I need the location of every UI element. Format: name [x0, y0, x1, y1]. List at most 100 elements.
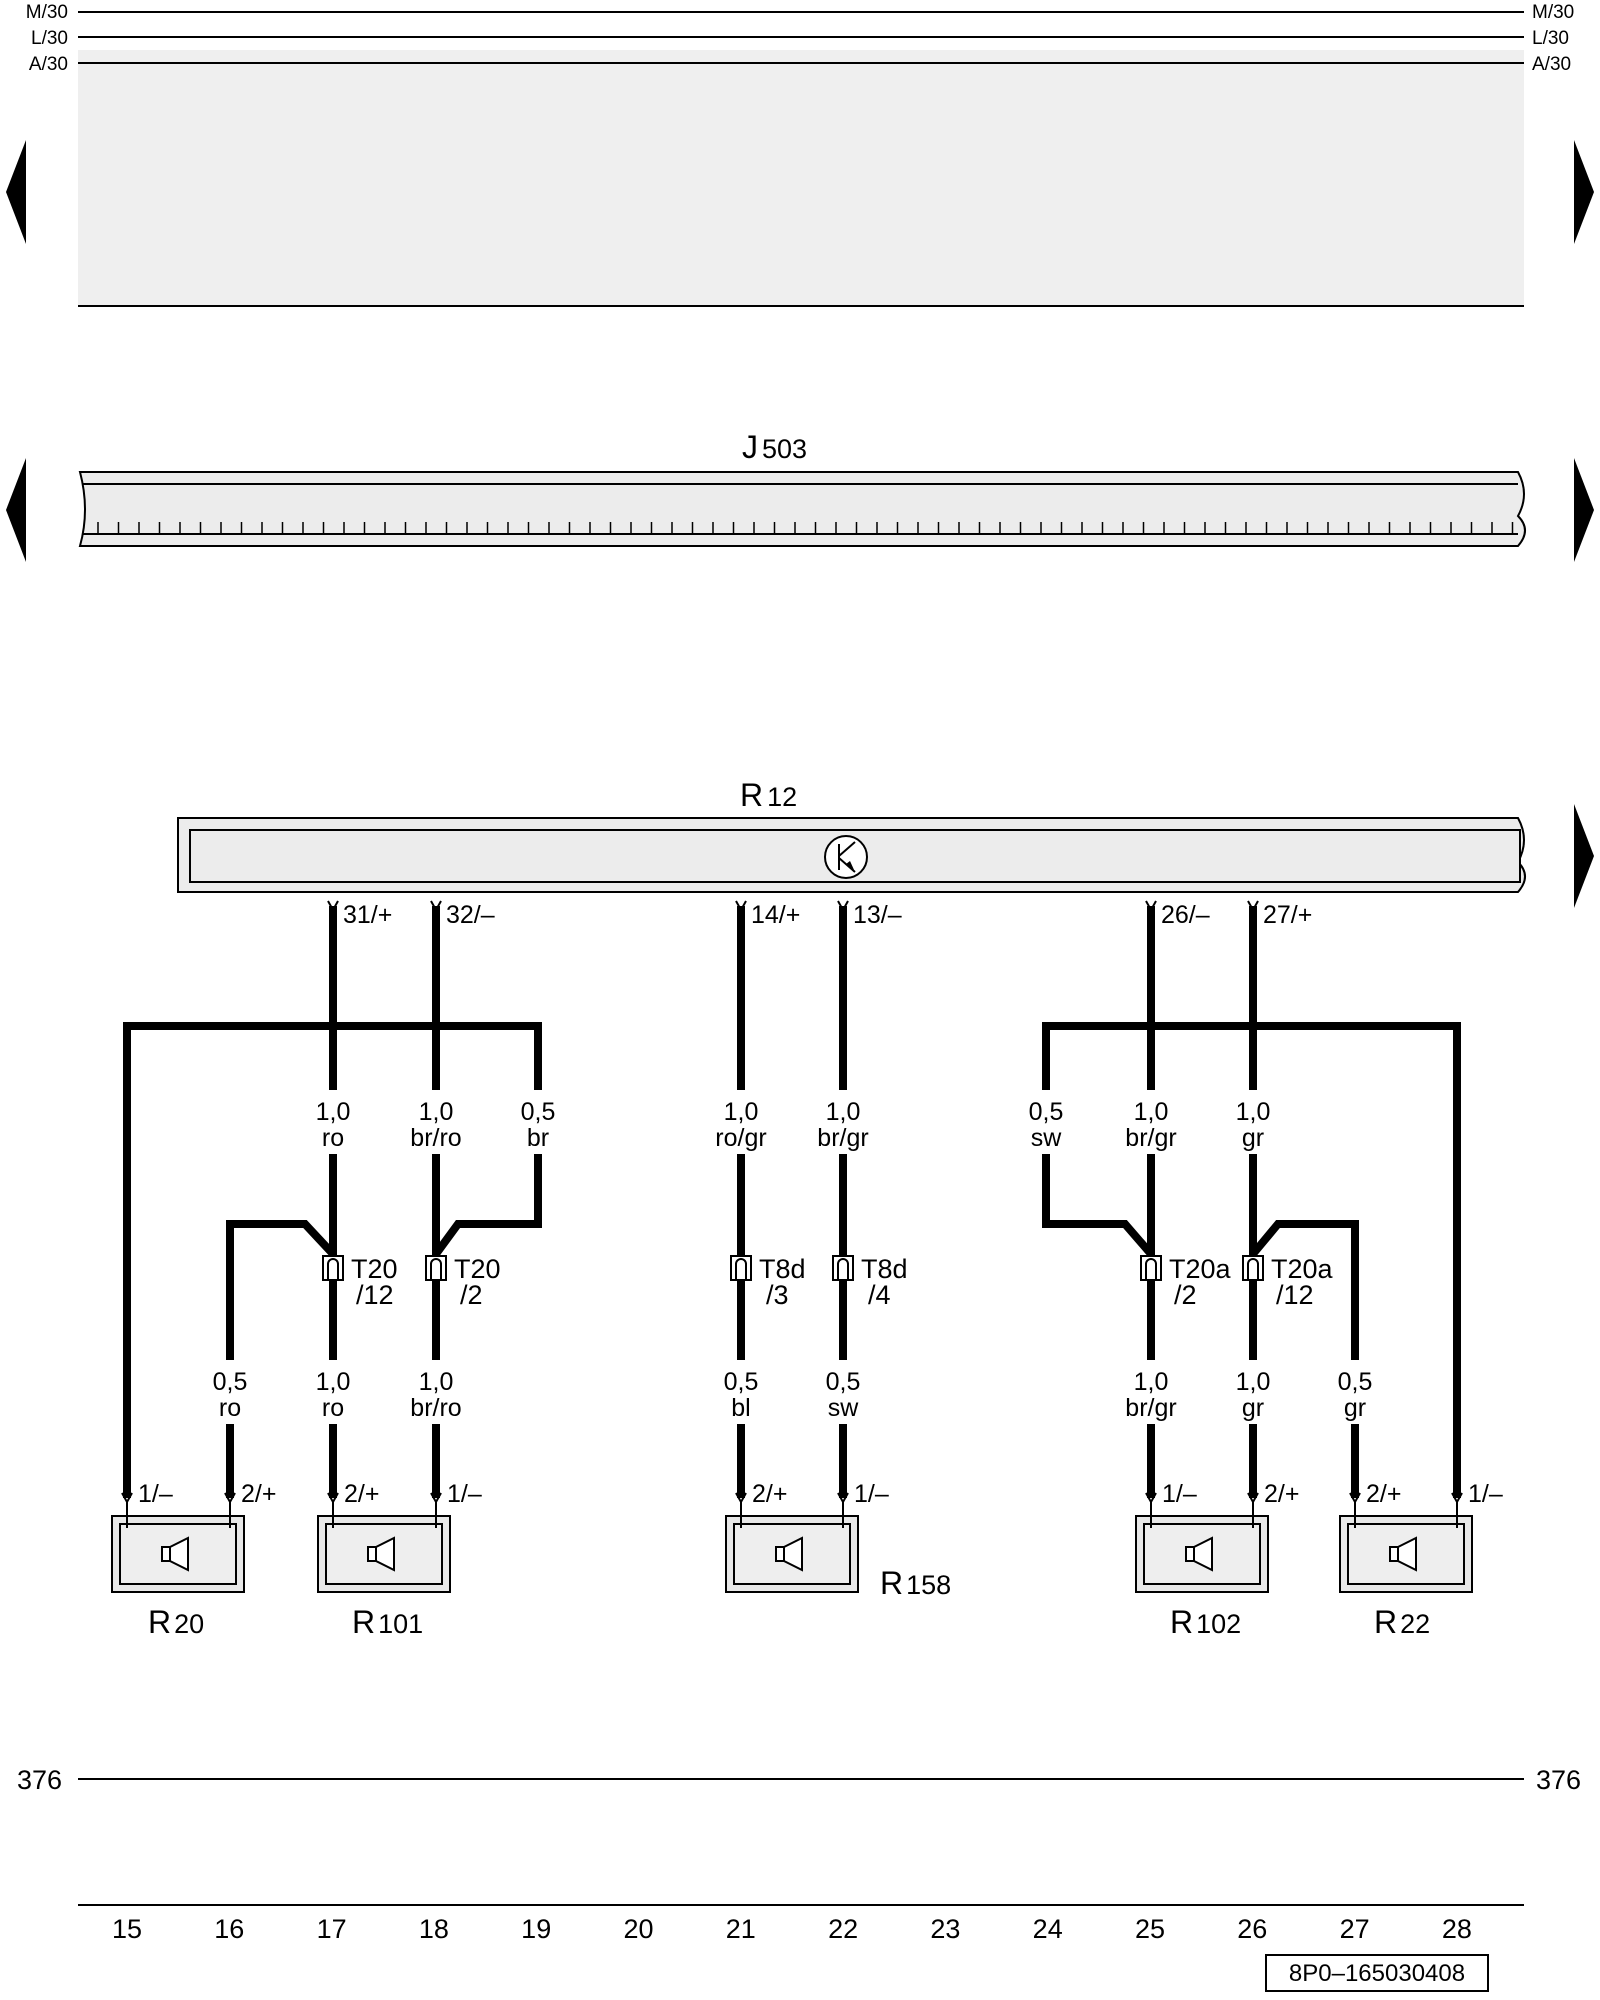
wire-color-17-top: ro	[322, 1124, 344, 1152]
wire-color-25-bottom: br/gr	[1125, 1394, 1176, 1422]
speaker-icon	[111, 1515, 245, 1593]
r12-pin-27: 27/+	[1263, 901, 1312, 929]
ground-rail: 376 376	[17, 1765, 1581, 1795]
prev-page-arrow-icon[interactable]	[6, 458, 26, 562]
r12-pin-14: 14/+	[751, 901, 800, 929]
wire-size-22-top: 1,0	[826, 1098, 861, 1126]
wire-size-27-bottom: 0,5	[1338, 1368, 1373, 1396]
connector-plug-icon	[1242, 1255, 1264, 1281]
speaker-icon	[1135, 1515, 1269, 1593]
r12-pin-26: 26/–	[1161, 901, 1210, 929]
connector-t20-2-pin: /2	[460, 1280, 483, 1310]
connectors: T20 /12 T20 /2 T8d /3 T8d /4 T20a /2 T20…	[322, 1254, 1334, 1310]
wire-size-26-top: 1,0	[1236, 1098, 1271, 1126]
connector-plug-icon	[832, 1255, 854, 1281]
wire-color-25-top: br/gr	[1125, 1124, 1176, 1152]
wire-color-18-top: br/ro	[410, 1124, 461, 1152]
j503-pin-ticks	[97, 522, 1514, 534]
r12-pin-31: 31/+	[343, 901, 392, 929]
connector-t20-12-pin: /12	[356, 1280, 394, 1310]
speaker-icon	[317, 1515, 451, 1593]
next-page-arrow-icon[interactable]	[1574, 458, 1594, 562]
wire-color-26-bottom: gr	[1242, 1394, 1264, 1422]
speaker-pins: 1/– 2/+ 2/+ 1/– 2/+ 1/– 1/– 2/+ 2/+ 1/–	[121, 1480, 1503, 1508]
r12-pin-13: 13/–	[853, 901, 902, 929]
wire-labels-lower: 0,5 ro 1,0 ro 1,0 br/ro 0,5 bl 0,5 sw 1,…	[198, 1360, 1386, 1424]
r12-pin-32: 32/–	[446, 901, 495, 929]
rail-label-a30-right: A/30	[1532, 54, 1571, 75]
wire-color-21-bottom: bl	[731, 1394, 750, 1422]
wire-color-18-bottom: br/ro	[410, 1394, 461, 1422]
wire-size-17-top: 1,0	[316, 1098, 351, 1126]
speaker-icon	[1339, 1515, 1473, 1593]
next-page-arrow-icon[interactable]	[1574, 804, 1594, 908]
wire-color-21-top: ro/gr	[715, 1124, 766, 1152]
wire-size-24-top: 0,5	[1029, 1098, 1064, 1126]
prev-page-arrow-icon[interactable]	[6, 140, 26, 244]
column-number-24: 24	[1033, 1914, 1063, 1944]
wire-size-21-top: 1,0	[724, 1098, 759, 1126]
rail-label-l30-right: L/30	[1532, 28, 1569, 49]
connector-plug-icon	[730, 1255, 752, 1281]
r22-pin-1: 1/–	[1468, 1480, 1503, 1508]
connector-plug-icon	[1140, 1255, 1162, 1281]
column-number-15: 15	[112, 1914, 142, 1944]
wire-size-18-top: 1,0	[419, 1098, 454, 1126]
connector-t20a-12-pin: /12	[1276, 1280, 1314, 1310]
connector-t8d-4-pin: /4	[868, 1280, 891, 1310]
r101-pin-2: 2/+	[344, 1480, 379, 1508]
r22-pin-2: 2/+	[1366, 1480, 1401, 1508]
wire-size-26-bottom: 1,0	[1236, 1368, 1271, 1396]
column-number-21: 21	[726, 1914, 756, 1944]
rail-label-m30-right: M/30	[1532, 2, 1574, 23]
ground-label-left: 376	[17, 1765, 62, 1795]
rail-label-m30-left: M/30	[26, 2, 68, 23]
connector-t20a-12-name: T20a	[1271, 1254, 1334, 1284]
column-number-16: 16	[214, 1914, 244, 1944]
amplifier-transistor-icon	[824, 835, 868, 879]
r12-pins: 31/+ 32/– 14/+ 13/– 26/– 27/+	[327, 900, 1312, 929]
wire-color-16-bottom: ro	[219, 1394, 241, 1422]
ground-label-right: 376	[1536, 1765, 1581, 1795]
wire-color-19-top: br	[527, 1124, 549, 1152]
r158-pin-2: 2/+	[752, 1480, 787, 1508]
column-number-26: 26	[1237, 1914, 1267, 1944]
reference-box: 8P0–165030408	[1265, 1954, 1489, 1992]
connector-plug-icon	[322, 1255, 344, 1281]
wire-color-27-bottom: gr	[1344, 1394, 1366, 1422]
column-number-19: 19	[521, 1914, 551, 1944]
rail-label-a30-left: A/30	[29, 54, 68, 75]
connector-t8d-3-name: T8d	[759, 1254, 806, 1284]
next-page-arrow-icon[interactable]	[1574, 140, 1594, 244]
r20-pin-1: 1/–	[138, 1480, 173, 1508]
wire-size-25-top: 1,0	[1134, 1098, 1169, 1126]
connector-plug-icon	[425, 1255, 447, 1281]
connector-t8d-4-name: T8d	[861, 1254, 908, 1284]
rail-label-l30-left: L/30	[31, 28, 68, 49]
power-rails: M/30 L/30 A/30 M/30 L/30 A/30	[26, 2, 1574, 307]
connector-t20a-2-pin: /2	[1174, 1280, 1197, 1310]
connector-t8d-3-pin: /3	[766, 1280, 789, 1310]
r101-pin-1: 1/–	[447, 1480, 482, 1508]
r158-pin-1: 1/–	[854, 1480, 889, 1508]
r102-pin-1: 1/–	[1162, 1480, 1197, 1508]
r20-pin-2: 2/+	[241, 1480, 276, 1508]
column-number-28: 28	[1442, 1914, 1472, 1944]
wire-size-18-bottom: 1,0	[419, 1368, 454, 1396]
r102-pin-2: 2/+	[1264, 1480, 1299, 1508]
wire-color-22-top: br/gr	[817, 1124, 868, 1152]
